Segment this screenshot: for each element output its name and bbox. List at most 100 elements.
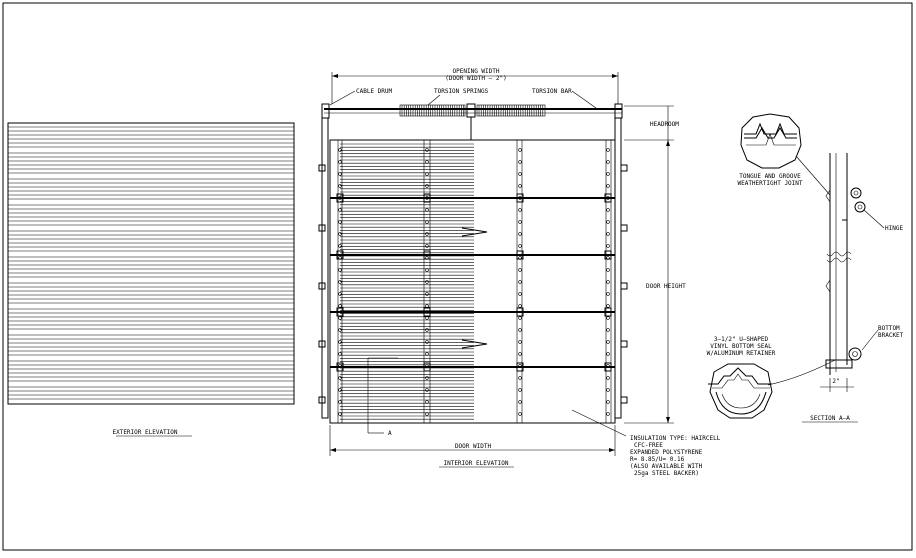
- bottom-bracket-label-2: BRACKET: [878, 332, 904, 339]
- stile-fastener: [518, 292, 522, 296]
- section-marker-label: A: [388, 430, 392, 437]
- stile-fastener: [518, 148, 522, 152]
- interior-panel-hatching: [340, 143, 474, 420]
- insulation-leader: [571, 409, 627, 437]
- hinge-plate: [516, 250, 524, 260]
- stile-fastener: [338, 196, 342, 200]
- opening-width-label: OPENING WIDTH: [453, 68, 500, 75]
- hinge-plate: [423, 362, 431, 372]
- stile-fastener: [606, 244, 610, 248]
- stile-fastener: [425, 232, 429, 236]
- left-track: [321, 117, 329, 419]
- stile-fastener: [338, 304, 342, 308]
- stile-fastener: [518, 280, 522, 284]
- stile-fastener: [606, 232, 610, 236]
- insulation-note: INSULATION TYPE: HAIRCELL CFC-FREE EXPAN…: [630, 435, 721, 477]
- cable-drum-leader: [329, 90, 356, 106]
- stile-fastener: [606, 268, 610, 272]
- stile-fastener: [518, 364, 522, 368]
- drawing-border: [2, 2, 913, 551]
- hinge-plate: [336, 193, 344, 203]
- stile-fastener: [606, 364, 610, 368]
- stile-fastener: [425, 316, 429, 320]
- stile-fastener: [606, 340, 610, 344]
- stile-fastener: [338, 160, 342, 164]
- section-title: SECTION A–A: [810, 415, 850, 422]
- stile-fastener: [518, 196, 522, 200]
- stile-fastener: [425, 340, 429, 344]
- stile-fastener: [518, 268, 522, 272]
- torsion-bar-label: TORSION BAR: [532, 88, 572, 95]
- stile-fastener: [518, 340, 522, 344]
- stile-fastener: [425, 148, 429, 152]
- stile-fastener: [425, 220, 429, 224]
- insulation-line-1: INSULATION TYPE: HAIRCELL: [630, 435, 721, 442]
- hinge-leader: [863, 209, 885, 229]
- stile-fastener: [338, 208, 342, 212]
- stile-fastener: [425, 412, 429, 416]
- hinge-plate: [423, 193, 431, 203]
- stile-fastener: [606, 148, 610, 152]
- stile-fastener: [518, 352, 522, 356]
- stile-fastener: [518, 400, 522, 404]
- stile-fastener: [425, 292, 429, 296]
- vertical-stile: [516, 139, 523, 424]
- stile-fastener: [338, 412, 342, 416]
- insulation-line-3: EXPANDED POLYSTYRENE: [630, 449, 703, 456]
- stile-fastener: [518, 412, 522, 416]
- insulation-line-2: CFC-FREE: [634, 442, 663, 449]
- stile-fastener: [338, 232, 342, 236]
- stile-fastener: [518, 316, 522, 320]
- insulation-line-6: 25ga STEEL BACKER): [634, 470, 699, 477]
- stile-fastener: [425, 208, 429, 212]
- spring-body: [476, 104, 546, 117]
- stile-fastener: [338, 364, 342, 368]
- stile-fastener: [606, 208, 610, 212]
- stile-fastener: [425, 376, 429, 380]
- stile-fastener: [518, 208, 522, 212]
- insulation-line-4: R= 8.85/U= 0.16: [630, 456, 685, 463]
- door-height-label: DOOR HEIGHT: [646, 283, 686, 290]
- exterior-panel-lines: [8, 126, 294, 400]
- center-bearing-bracket: [466, 103, 476, 118]
- left-roller: [318, 340, 326, 348]
- stile-fastener: [338, 316, 342, 320]
- hinge-plate: [516, 307, 524, 317]
- left-roller: [318, 164, 326, 172]
- cable-drum-label: CABLE DRUM: [356, 88, 393, 95]
- stile-fastener: [425, 388, 429, 392]
- right-roller: [620, 396, 628, 404]
- stile-fastener: [518, 328, 522, 332]
- torsion-springs-leader: [427, 94, 441, 106]
- hinge-plate: [336, 307, 344, 317]
- cable-drum-left: [321, 103, 330, 119]
- interior-door-outline: [329, 139, 616, 424]
- stile-fastener: [606, 292, 610, 296]
- stile-fastener: [425, 196, 429, 200]
- stile-fastener: [606, 280, 610, 284]
- stile-fastener: [425, 268, 429, 272]
- stile-fastener: [606, 328, 610, 332]
- stile-fastener: [425, 328, 429, 332]
- stile-fastener: [518, 388, 522, 392]
- hinge-plate: [604, 250, 612, 260]
- section-a-a: [820, 153, 866, 392]
- stile-fastener: [338, 220, 342, 224]
- stile-fastener: [425, 352, 429, 356]
- left-roller: [318, 224, 326, 232]
- tongue-groove-detail: [740, 113, 802, 169]
- right-track: [614, 117, 622, 419]
- left-roller: [318, 396, 326, 404]
- stile-fastener: [518, 376, 522, 380]
- stile-fastener: [518, 304, 522, 308]
- interior-elevation: OPENING WIDTH (DOOR WIDTH – 2") CABLE DR…: [318, 68, 686, 456]
- section-dimension: 2": [832, 378, 839, 385]
- torsion-springs: [399, 104, 546, 117]
- torsion-springs-label: TORSION SPRINGS: [434, 88, 489, 95]
- stile-fastener: [606, 400, 610, 404]
- stile-fastener: [606, 172, 610, 176]
- tongue-groove-label-2: WEATHERTIGHT JOINT: [737, 180, 802, 187]
- stile-fastener: [518, 232, 522, 236]
